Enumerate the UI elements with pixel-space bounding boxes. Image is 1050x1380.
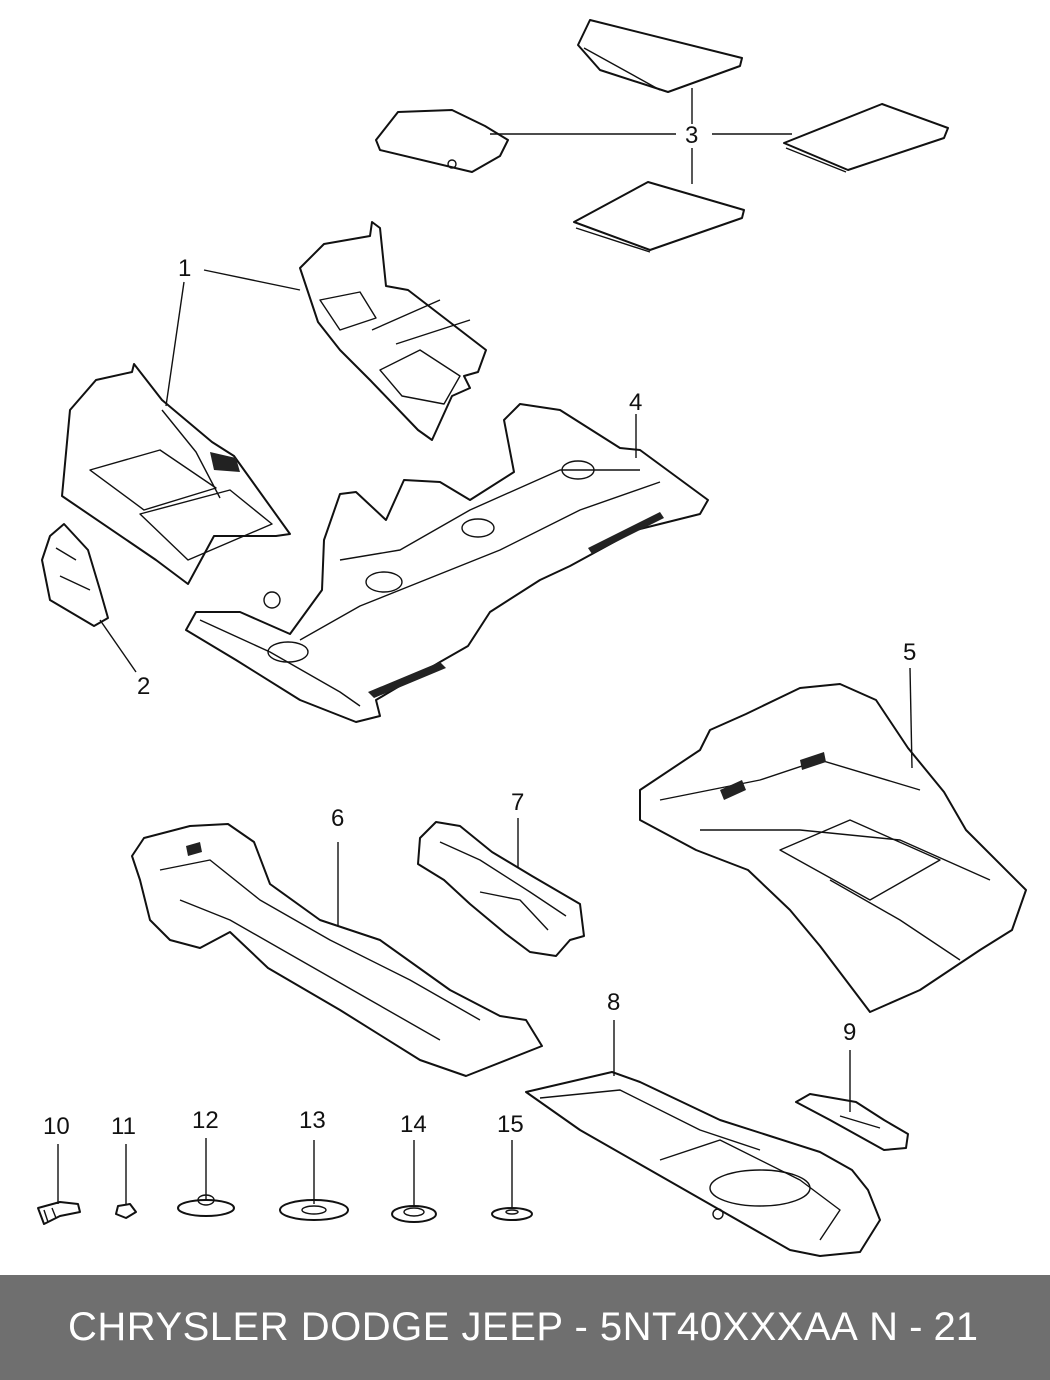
parts-diagram: 1 2 3 4 5 6 7 8 9 10 11 12 13 14 15 (37, 19, 1027, 1257)
callout-9: 9 (843, 1019, 856, 1046)
fasteners (37, 1138, 533, 1225)
callout-14: 14 (400, 1111, 427, 1138)
callout-8: 8 (607, 989, 620, 1016)
part-6-tunnel-carpet (131, 823, 543, 1077)
callout-12: 12 (192, 1107, 219, 1134)
part-1-front-carpet (61, 221, 487, 585)
part-8-rear-floor (525, 1020, 881, 1257)
part-4-floor-pan (185, 403, 709, 723)
callout-5: 5 (903, 639, 916, 666)
callout-11: 11 (111, 1113, 136, 1140)
footer-page-number: N - 21 (869, 1305, 978, 1349)
callout-2: 2 (137, 673, 150, 700)
footer-bar: CHRYSLER DODGE JEEP - 5NT40XXXAA N - 21 (0, 1275, 1050, 1380)
callout-10: 10 (43, 1113, 70, 1140)
part-3-floor-mats (375, 19, 949, 253)
part-2-trim (41, 523, 137, 673)
part-9-pad (795, 1050, 909, 1151)
callout-3: 3 (685, 122, 698, 149)
footer-title: CHRYSLER DODGE JEEP - 5NT40XXXAA (68, 1305, 859, 1349)
callout-15: 15 (497, 1111, 524, 1138)
callout-6: 6 (331, 805, 344, 832)
part-7-console-pad (417, 818, 585, 957)
part-5-rear-carpet (639, 667, 1027, 1013)
callout-13: 13 (299, 1107, 326, 1134)
callout-4: 4 (629, 389, 642, 416)
callout-7: 7 (511, 789, 524, 816)
callout-1: 1 (178, 255, 191, 282)
